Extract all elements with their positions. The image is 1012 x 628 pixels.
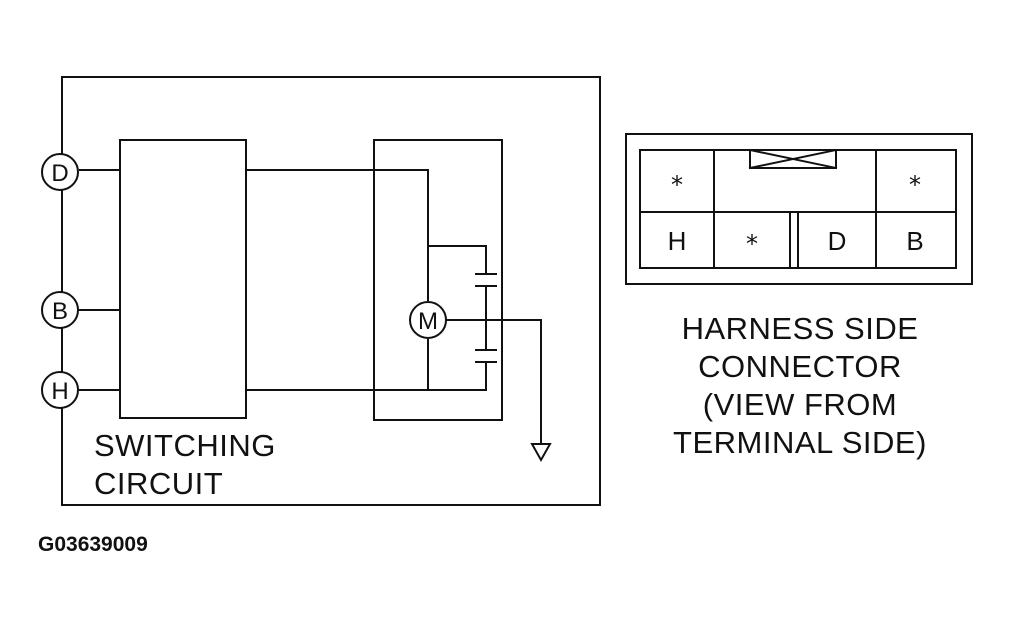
connector-lock-tab [749,149,837,169]
switching-circuit-block [119,139,247,419]
caption-line-3: (VIEW FROM [702,387,898,422]
wire-cap-top [427,245,487,275]
motor-circle [409,301,447,339]
connector-cell-b: B [906,226,923,256]
ground-symbol [530,443,552,463]
connector-cell-d: D [828,226,847,256]
connector-cell-top-right: * [909,171,921,199]
switching-label-line1: SWITCHING [94,428,276,463]
terminal-h-label: H [51,378,68,405]
connector-outer [625,133,973,285]
connector-cell-star: * [746,230,758,258]
terminal-h-circle [41,371,79,409]
terminal-d-circle [41,153,79,191]
wire-ground [485,319,542,445]
terminal-d-label: D [51,160,68,187]
lock-tab-cross-2 [748,148,838,170]
terminal-b-label: B [52,298,68,325]
connector-caption: HARNESS SIDE CONNECTOR (VIEW FROM TERMIN… [640,310,960,462]
switching-label-line2: CIRCUIT [94,466,224,501]
connector-cell-top-left: * [671,171,683,199]
caption-line-2: CONNECTOR [698,349,902,384]
wire-cap-bottom [427,361,487,391]
terminal-b-circle [41,291,79,329]
caption-line-1: HARNESS SIDE [681,311,919,346]
motor-label: M [418,308,438,335]
figure-id: G03639009 [38,533,148,556]
wire-motor-top [245,169,429,301]
caption-line-4: TERMINAL SIDE) [673,425,927,460]
motor-box [373,139,503,421]
connector-cell-h: H [668,226,687,256]
module-enclosure [61,76,601,506]
wire-motor-bottom [245,339,429,391]
